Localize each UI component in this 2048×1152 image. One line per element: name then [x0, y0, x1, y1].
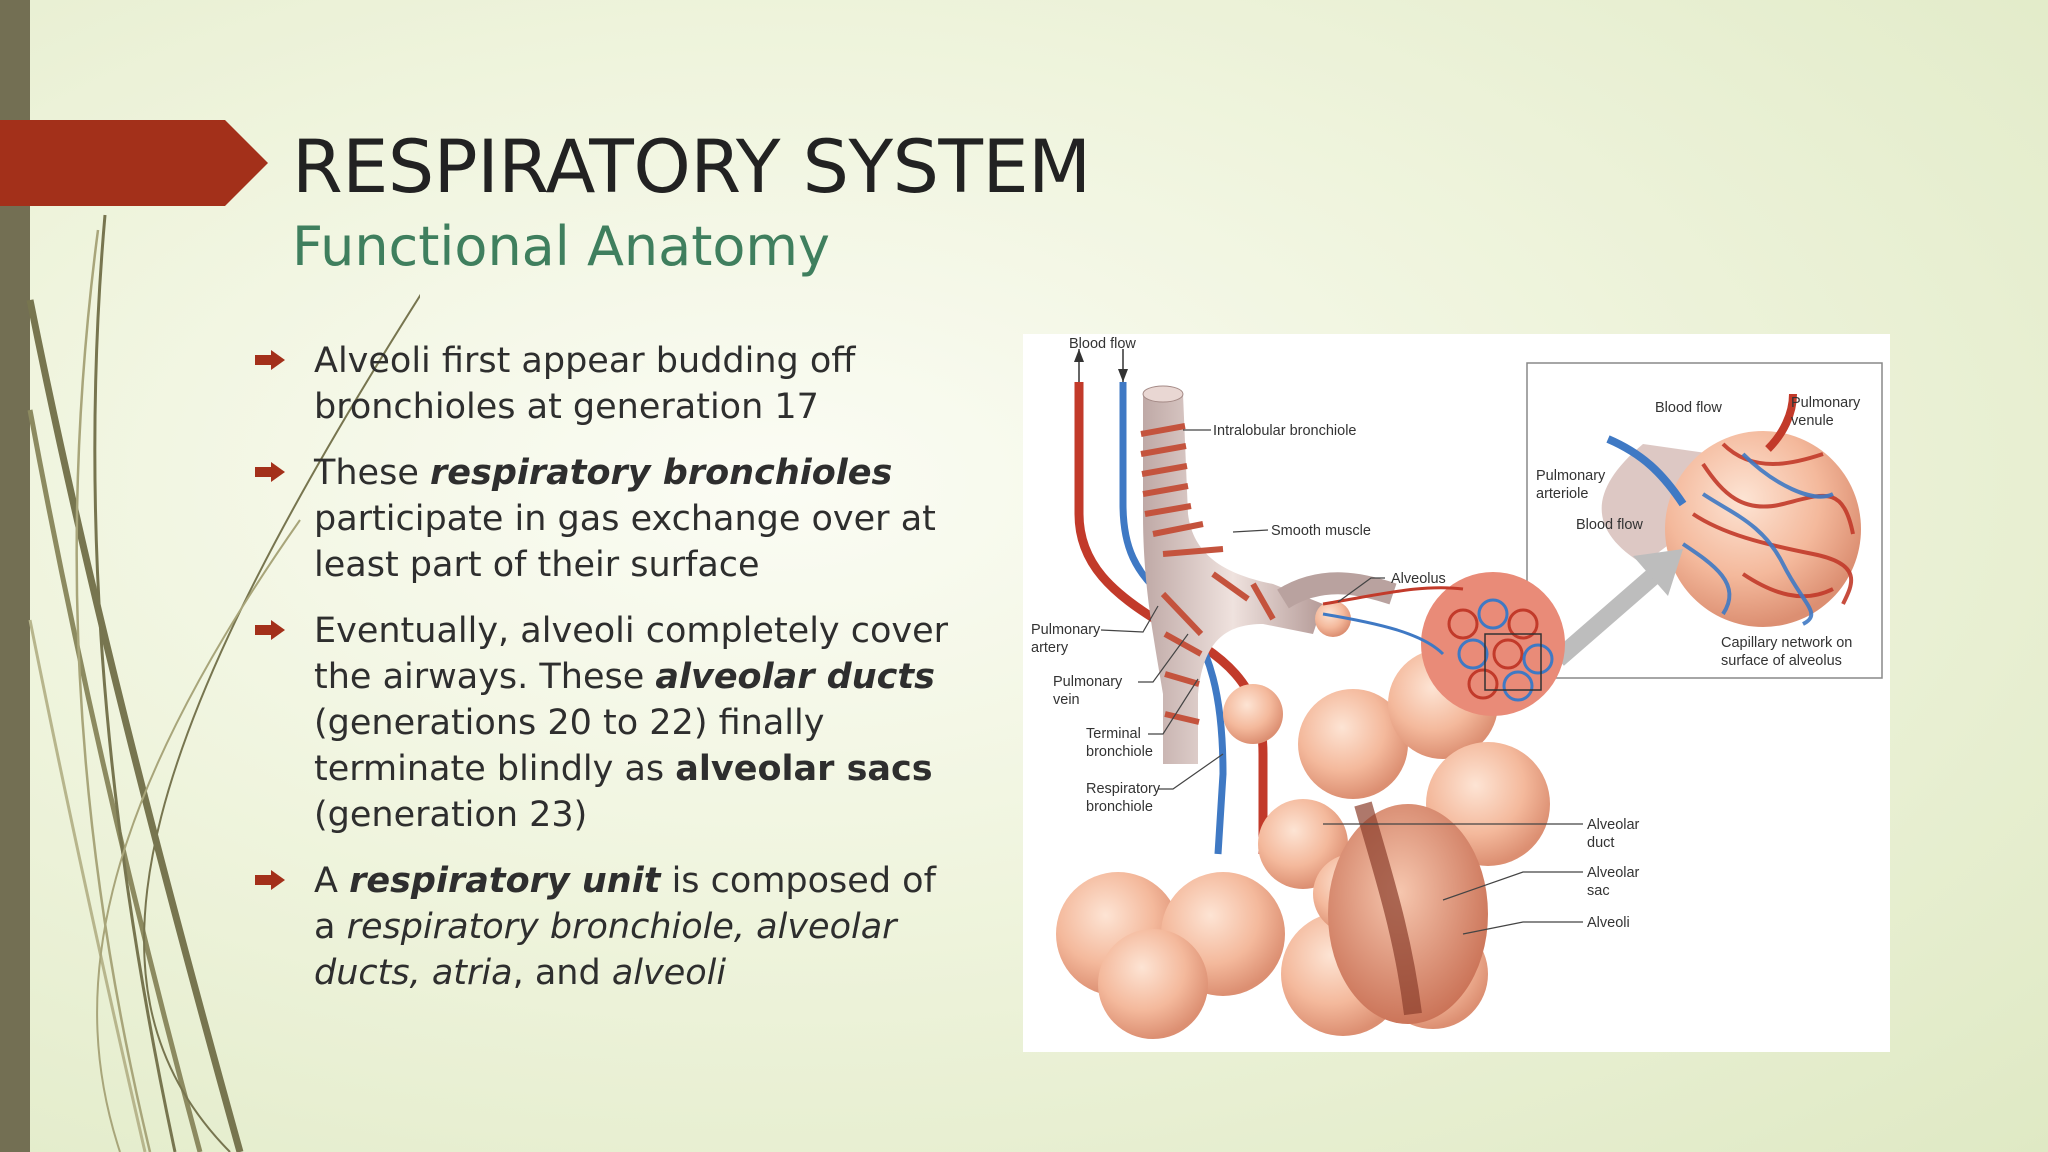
bullet-text-run: A	[314, 861, 350, 901]
bullet-text-run: alveolar sacs	[675, 749, 933, 789]
inset-label-capillary-network-1: Capillary network on	[1721, 635, 1852, 651]
bullet-text-run: Alveoli first appear budding off bronchi…	[314, 341, 856, 427]
bullet-text: Eventually, alveoli completely cover the…	[314, 608, 955, 838]
bullet-text-run: respiratory bronchioles	[430, 453, 893, 493]
bullet-text: Alveoli first appear budding off bronchi…	[314, 338, 955, 430]
inset-label-pulmonary-venule-1: Pulmonary	[1791, 395, 1861, 411]
bullet-text-run: Eventually, alveoli completely cover the…	[314, 611, 949, 697]
inset-label-blood-flow-2: Blood flow	[1576, 517, 1643, 533]
title-arrow-marker	[0, 120, 268, 206]
bullet-text-run: , and	[512, 953, 612, 993]
label-alveolar-sac-2: sac	[1587, 883, 1610, 899]
label-smooth-muscle: Smooth muscle	[1271, 523, 1371, 539]
slide-subtitle: Functional Anatomy	[292, 215, 830, 278]
bullet-text-run: participate in gas exchange over at leas…	[314, 499, 936, 585]
arrow-right-icon	[255, 462, 285, 482]
bullet-text-run: alveolar ducts	[655, 657, 935, 697]
bullet-text: A respiratory unit is composed of a resp…	[314, 858, 955, 996]
bullet-text-run: (generations 20 to 22) finally terminate…	[314, 703, 825, 789]
bullet-item: These respiratory bronchioles participat…	[255, 450, 955, 588]
bullet-item: Eventually, alveoli completely cover the…	[255, 608, 955, 838]
label-pulmonary-vein-1: Pulmonary	[1053, 674, 1123, 690]
label-alveolar-sac-1: Alveolar	[1587, 865, 1640, 881]
label-respiratory-bronchiole-1: Respiratory	[1086, 781, 1161, 797]
inset-label-capillary-network-2: surface of alveolus	[1721, 653, 1842, 669]
slide-title: RESPIRATORY SYSTEM	[292, 125, 1091, 210]
diagram-illustration: Blood flow Intralobular bronchiole Smoot…	[1031, 336, 1883, 1039]
bullet-item: A respiratory unit is composed of a resp…	[255, 858, 955, 996]
label-alveolar-duct-1: Alveolar	[1587, 817, 1640, 833]
arrow-right-icon	[255, 870, 285, 890]
label-pulmonary-artery-2: artery	[1031, 640, 1069, 656]
bullet-text-run: is composed of a	[314, 861, 936, 947]
inset-label-pulmonary-arteriole-1: Pulmonary	[1536, 468, 1606, 484]
label-terminal-bronchiole-1: Terminal	[1086, 726, 1141, 742]
label-alveolar-duct-2: duct	[1587, 835, 1614, 851]
label-respiratory-bronchiole-2: bronchiole	[1086, 799, 1153, 815]
arrow-right-icon	[255, 620, 285, 640]
bullet-text-run: respiratory bronchiole, alveolar ducts, …	[314, 907, 897, 993]
label-terminal-bronchiole-2: bronchiole	[1086, 744, 1153, 760]
bullet-text-run: respiratory unit	[349, 861, 661, 901]
label-pulmonary-vein-2: vein	[1053, 692, 1080, 708]
label-alveoli: Alveoli	[1587, 915, 1630, 931]
label-intralobular-bronchiole: Intralobular bronchiole	[1213, 423, 1356, 439]
bullet-text-run: (generation 23)	[314, 795, 588, 835]
bullet-list: Alveoli first appear budding off bronchi…	[255, 338, 955, 1016]
label-pulmonary-artery-1: Pulmonary	[1031, 622, 1101, 638]
bullet-text-run: These	[314, 453, 430, 493]
respiratory-unit-diagram: Blood flow Intralobular bronchiole Smoot…	[1023, 334, 1890, 1052]
inset-label-pulmonary-arteriole-2: arteriole	[1536, 486, 1588, 502]
decorative-swoosh-lines	[26, 214, 420, 1152]
bullet-text: These respiratory bronchioles participat…	[314, 450, 955, 588]
arrow-right-icon	[255, 350, 285, 370]
inset-label-pulmonary-venule-2: venule	[1791, 413, 1834, 429]
label-alveolus: Alveolus	[1391, 571, 1446, 587]
bullet-text-run: alveoli	[611, 953, 727, 993]
inset-label-blood-flow-1: Blood flow	[1655, 400, 1722, 416]
bullet-item: Alveoli first appear budding off bronchi…	[255, 338, 955, 430]
label-blood-flow-top: Blood flow	[1069, 336, 1136, 352]
